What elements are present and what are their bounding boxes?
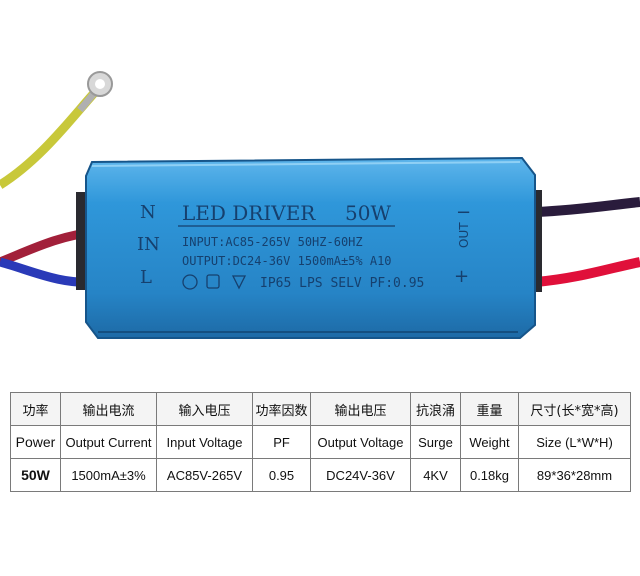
header-en-weight: Weight bbox=[460, 425, 519, 459]
english-header-row: Power Output Current Input Voltage PF Ou… bbox=[10, 425, 631, 459]
out-minus: − bbox=[456, 202, 471, 223]
label-in: IN bbox=[137, 234, 160, 255]
header-en-power: Power bbox=[10, 425, 61, 459]
header-zh-output-current: 输出电流 bbox=[60, 392, 157, 426]
value-surge: 4KV bbox=[410, 458, 461, 492]
header-en-size: Size (L*W*H) bbox=[518, 425, 631, 459]
header-en-pf: PF bbox=[252, 425, 311, 459]
value-output-voltage: DC24V-36V bbox=[310, 458, 411, 492]
value-size: 89*36*28mm bbox=[518, 458, 631, 492]
led-driver-photo: N IN L LED DRIVER 50W INPUT:AC85-265V 50… bbox=[0, 71, 640, 339]
driver-title: LED DRIVER bbox=[182, 201, 316, 225]
value-weight: 0.18kg bbox=[460, 458, 519, 492]
label-n: N bbox=[140, 202, 156, 223]
red-wire bbox=[535, 257, 640, 287]
out-label: OUT bbox=[457, 222, 471, 248]
header-en-output-voltage: Output Voltage bbox=[310, 425, 411, 459]
value-power: 50W bbox=[10, 458, 61, 492]
label-l: L bbox=[140, 267, 152, 288]
header-en-input-voltage: Input Voltage bbox=[156, 425, 253, 459]
value-row: 50W 1500mA±3% AC85V-265V 0.95 DC24V-36V … bbox=[10, 458, 631, 492]
spec-table: 功率 输出电流 输入电压 功率因数 输出电压 抗浪涌 重量 尺寸(长*宽*高) … bbox=[10, 392, 631, 492]
driver-housing bbox=[85, 156, 536, 339]
ring-terminal bbox=[77, 71, 113, 113]
header-zh-pf: 功率因数 bbox=[252, 392, 311, 426]
driver-wattage: 50W bbox=[345, 201, 391, 225]
cert-icons bbox=[182, 274, 247, 290]
header-zh-input-voltage: 输入电压 bbox=[156, 392, 253, 426]
header-en-output-current: Output Current bbox=[60, 425, 157, 459]
header-zh-output-voltage: 输出电压 bbox=[310, 392, 411, 426]
header-en-surge: Surge bbox=[410, 425, 461, 459]
output-spec: OUTPUT:DC24-36V 1500mA±5% A10 bbox=[182, 254, 392, 268]
value-pf: 0.95 bbox=[252, 458, 311, 492]
out-plus: + bbox=[454, 266, 469, 287]
chinese-header-row: 功率 输出电流 输入电压 功率因数 输出电压 抗浪涌 重量 尺寸(长*宽*高) bbox=[10, 392, 631, 426]
black-wire bbox=[535, 197, 640, 217]
header-zh-surge: 抗浪涌 bbox=[410, 392, 461, 426]
header-zh-power: 功率 bbox=[10, 392, 61, 426]
value-input-voltage: AC85V-265V bbox=[156, 458, 253, 492]
header-zh-size: 尺寸(长*宽*高) bbox=[518, 392, 631, 426]
input-spec: INPUT:AC85-265V 50HZ-60HZ bbox=[182, 235, 363, 249]
cert-spec: IP65 LPS SELV PF:0.95 bbox=[260, 276, 424, 291]
header-zh-weight: 重量 bbox=[460, 392, 519, 426]
value-output-current: 1500mA±3% bbox=[60, 458, 157, 492]
